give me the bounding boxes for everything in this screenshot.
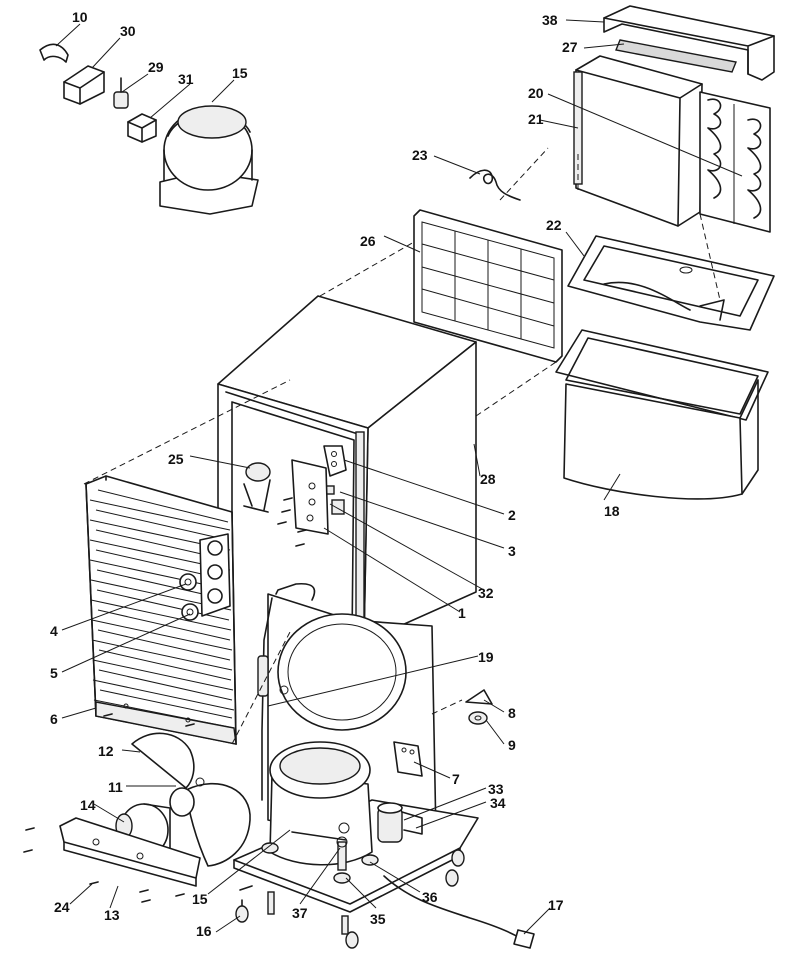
label-24: 24 — [54, 899, 70, 915]
label-4: 4 — [50, 623, 58, 639]
label-23: 23 — [412, 147, 428, 163]
power-cord-part-17 — [383, 875, 535, 949]
screws-part-6 — [103, 713, 195, 727]
label-36: 36 — [422, 889, 438, 905]
relay-part-31 — [127, 113, 157, 143]
casters-part-16 — [235, 849, 465, 949]
label-31: 31 — [178, 71, 194, 87]
label-5: 5 — [50, 665, 58, 681]
mount-bolt-part-37 — [336, 836, 348, 871]
motor-part-25 — [243, 462, 271, 513]
label-13: 13 — [104, 907, 120, 923]
grommets-part-35-36 — [261, 842, 379, 884]
label-15-bottom: 15 — [192, 891, 208, 907]
label-30: 30 — [120, 23, 136, 39]
capillary-tube-part-19 — [257, 597, 273, 801]
condenser-part-21 — [573, 55, 703, 227]
compressor-part-15 — [269, 741, 373, 866]
label-26: 26 — [360, 233, 376, 249]
label-38: 38 — [542, 12, 558, 28]
label-16: 16 — [196, 923, 212, 939]
knob-part-4 — [179, 573, 197, 591]
bracket-part-7 — [393, 741, 423, 777]
cabinet-part-28 — [217, 295, 477, 643]
cover-part-30 — [63, 65, 105, 105]
label-6: 6 — [50, 711, 58, 727]
part-labels: 10 30 29 31 15 38 27 20 21 23 22 26 18 2… — [50, 9, 620, 939]
label-10: 10 — [72, 9, 88, 25]
label-33: 33 — [488, 781, 504, 797]
label-20: 20 — [528, 85, 544, 101]
label-12: 12 — [98, 743, 114, 759]
compressor-top-part-15 — [159, 105, 259, 215]
label-35: 35 — [370, 911, 386, 927]
label-22: 22 — [546, 217, 562, 233]
bushing-part-9 — [468, 711, 488, 725]
front-grille-part-6 — [85, 475, 237, 745]
label-8: 8 — [508, 705, 516, 721]
knob-part-5 — [181, 603, 199, 621]
capillary-part-23 — [469, 169, 521, 201]
label-37: 37 — [292, 905, 308, 921]
label-34: 34 — [490, 795, 506, 811]
label-11: 11 — [108, 779, 123, 795]
label-14: 14 — [80, 797, 96, 813]
strip-part-27 — [615, 39, 737, 73]
label-1: 1 — [458, 605, 466, 621]
label-15-top: 15 — [232, 65, 248, 81]
drain-pan-part-22 — [567, 235, 775, 331]
top-cover-part-38 — [603, 5, 775, 81]
capacitor-part-33 — [377, 802, 403, 843]
leader-lines — [55, 19, 743, 935]
label-7: 7 — [452, 771, 460, 787]
label-2: 2 — [508, 507, 516, 523]
label-27: 27 — [562, 39, 578, 55]
coil-part-20 — [699, 91, 771, 233]
filter-grille-part-26 — [413, 209, 563, 363]
bucket-part-18 — [555, 329, 769, 500]
clip-part-10 — [39, 43, 69, 63]
label-17: 17 — [548, 897, 564, 913]
label-9: 9 — [508, 737, 516, 753]
assembly-lines — [83, 147, 721, 745]
screws-part-24 — [23, 827, 185, 903]
switch-bracket-part-2 — [323, 445, 347, 477]
label-19: 19 — [478, 649, 494, 665]
label-21: 21 — [528, 111, 544, 127]
label-25: 25 — [168, 451, 184, 467]
control-panel — [199, 533, 231, 617]
control-plate-part-1 — [291, 459, 329, 535]
label-3: 3 — [508, 543, 516, 559]
label-29: 29 — [148, 59, 164, 75]
label-28: 28 — [480, 471, 496, 487]
label-18: 18 — [604, 503, 620, 519]
screws-part-32 — [277, 497, 307, 547]
fan-blade-part-12 — [131, 732, 251, 867]
label-32: 32 — [478, 585, 494, 601]
overload-part-29 — [113, 77, 129, 109]
motor-bracket-part-13 — [59, 817, 201, 887]
fan-hub-part-11 — [169, 777, 205, 817]
